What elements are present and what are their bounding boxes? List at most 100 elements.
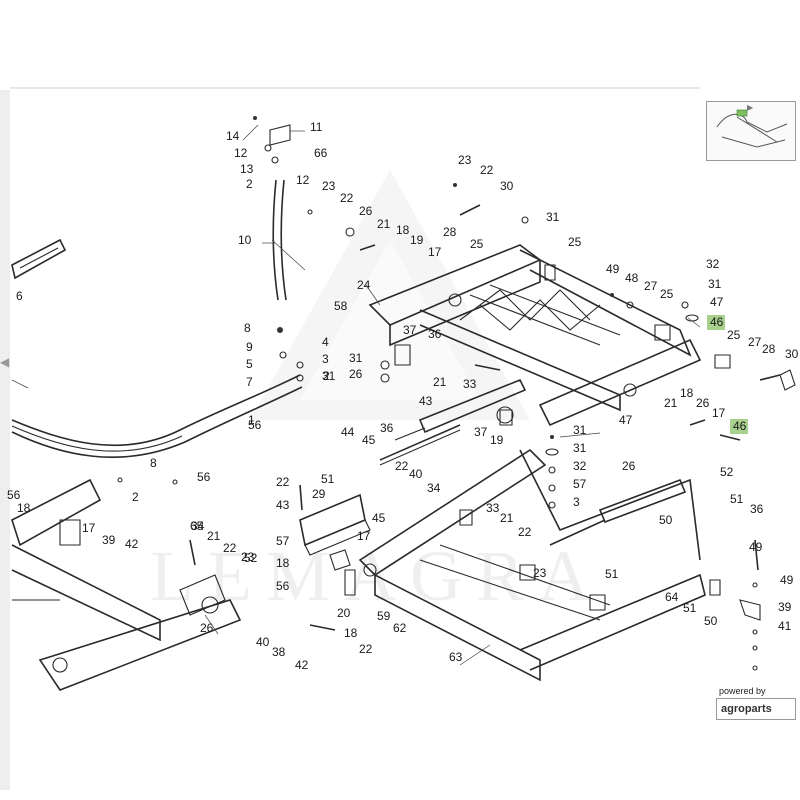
callout-label[interactable]: 2 <box>323 369 330 383</box>
callout-label[interactable]: 39 <box>102 533 116 547</box>
callout-label[interactable]: 23 <box>458 153 472 167</box>
callout-label[interactable]: 17 <box>712 406 726 420</box>
callout-label[interactable]: 27 <box>748 335 762 349</box>
callout-label[interactable]: 37 <box>403 323 417 337</box>
callout-label[interactable]: 13 <box>240 162 254 176</box>
callout-label[interactable]: 22 <box>518 525 532 539</box>
callout-label[interactable]: 39 <box>778 600 792 614</box>
callout-label[interactable]: 5 <box>246 357 253 371</box>
callout-label[interactable]: 2 <box>132 490 139 504</box>
callout-label[interactable]: 1 <box>248 413 255 427</box>
callout-label[interactable]: 50 <box>659 513 673 527</box>
callout-label[interactable]: 6 <box>16 289 23 303</box>
callout-label[interactable]: 31 <box>573 441 587 455</box>
callout-label[interactable]: 52 <box>720 465 734 479</box>
callout-label[interactable]: 40 <box>409 467 423 481</box>
callout-label[interactable]: 17 <box>82 521 96 535</box>
overview-thumbnail[interactable] <box>706 101 796 161</box>
callout-label[interactable]: 19 <box>410 233 424 247</box>
callout-label[interactable]: 26 <box>359 204 373 218</box>
callout-label[interactable]: 45 <box>372 511 386 525</box>
callout-label[interactable]: 21 <box>433 375 447 389</box>
callout-label[interactable]: 22 <box>395 459 409 473</box>
callout-label[interactable]: 31 <box>349 351 363 365</box>
callout-label[interactable]: 9 <box>246 340 253 354</box>
callout-label[interactable]: 18 <box>276 556 290 570</box>
callout-label[interactable]: 25 <box>660 287 674 301</box>
highlighted-callout-label[interactable]: 46 <box>733 419 747 433</box>
callout-label[interactable]: 21 <box>377 217 391 231</box>
callout-label[interactable]: 56 <box>248 418 262 432</box>
callout-label[interactable]: 32 <box>573 459 587 473</box>
highlighted-callout-label[interactable]: 46 <box>710 315 724 329</box>
callout-label[interactable]: 34 <box>427 481 441 495</box>
callout-label[interactable]: 26 <box>696 396 710 410</box>
callout-label[interactable]: 28 <box>762 342 776 356</box>
callout-label[interactable]: 56 <box>197 470 211 484</box>
callout-label[interactable]: 18 <box>344 626 358 640</box>
callout-label[interactable]: 50 <box>704 614 718 628</box>
callout-label[interactable]: 18 <box>680 386 694 400</box>
callout-label[interactable]: 23 <box>322 179 336 193</box>
callout-label[interactable]: 65 <box>190 519 204 533</box>
callout-label[interactable]: 64 <box>665 590 679 604</box>
callout-label[interactable]: 4 <box>322 335 329 349</box>
callout-label[interactable]: 27 <box>644 279 658 293</box>
callout-label[interactable]: 20 <box>337 606 351 620</box>
callout-label[interactable]: 36 <box>380 421 394 435</box>
callout-label[interactable]: 29 <box>312 487 326 501</box>
callout-label[interactable]: 28 <box>443 225 457 239</box>
callout-label[interactable]: 47 <box>710 295 724 309</box>
callout-label[interactable]: 25 <box>568 235 582 249</box>
callout-label[interactable]: 32 <box>706 257 720 271</box>
callout-label[interactable]: 37 <box>474 425 488 439</box>
callout-label[interactable]: 22 <box>480 163 494 177</box>
callout-label[interactable]: 2 <box>246 177 253 191</box>
callout-label[interactable]: 12 <box>296 173 310 187</box>
callout-label[interactable]: 31 <box>573 423 587 437</box>
callout-label[interactable]: 34 <box>191 519 205 533</box>
callout-label[interactable]: 26 <box>622 459 636 473</box>
callout-label[interactable]: 19 <box>490 433 504 447</box>
callout-label[interactable]: 51 <box>605 567 619 581</box>
callout-label[interactable]: 14 <box>226 129 240 143</box>
callout-label[interactable]: 41 <box>778 619 792 633</box>
thumbnail-nav-icon[interactable]: ▶ <box>747 103 754 112</box>
callout-label[interactable]: 22 <box>340 191 354 205</box>
callout-label[interactable]: 18 <box>17 501 31 515</box>
callout-label[interactable]: 49 <box>606 262 620 276</box>
agroparts-logo[interactable]: agroparts <box>716 698 796 720</box>
callout-label[interactable]: 58 <box>334 299 348 313</box>
callout-label[interactable]: 47 <box>619 413 633 427</box>
callout-label[interactable]: 63 <box>449 650 463 664</box>
callout-label[interactable]: 26 <box>349 367 363 381</box>
callout-label[interactable]: 57 <box>573 477 587 491</box>
callout-label[interactable]: 59 <box>377 609 391 623</box>
callout-label[interactable]: 18 <box>396 223 410 237</box>
callout-label[interactable]: 44 <box>341 425 355 439</box>
callout-label[interactable]: 49 <box>749 540 763 554</box>
left-nav-arrow-icon[interactable]: ◀ <box>0 355 10 369</box>
callout-label[interactable]: 25 <box>727 328 741 342</box>
callout-label[interactable]: 12 <box>234 146 248 160</box>
callout-label[interactable]: 51 <box>321 472 335 486</box>
callout-label[interactable]: 30 <box>785 347 799 361</box>
left-scroll-bar[interactable] <box>0 90 10 790</box>
callout-label[interactable]: 52 <box>244 551 258 565</box>
callout-label[interactable]: 45 <box>362 433 376 447</box>
callout-label[interactable]: 21 <box>207 529 221 543</box>
callout-label[interactable]: 49 <box>780 573 794 587</box>
callout-label[interactable]: 21 <box>500 511 514 525</box>
callout-label[interactable]: 31 <box>708 277 722 291</box>
callout-label[interactable]: 8 <box>150 456 157 470</box>
callout-label[interactable]: 42 <box>125 537 139 551</box>
callout-label[interactable]: 30 <box>500 179 514 193</box>
callout-label[interactable]: 26 <box>200 621 214 635</box>
callout-label[interactable]: 7 <box>246 375 253 389</box>
callout-label[interactable]: 23 <box>241 550 255 564</box>
callout-label[interactable]: 38 <box>272 645 286 659</box>
callout-label[interactable]: 51 <box>730 492 744 506</box>
callout-label[interactable]: 51 <box>683 601 697 615</box>
callout-label[interactable]: 36 <box>750 502 764 516</box>
callout-label[interactable]: 8 <box>244 321 251 335</box>
